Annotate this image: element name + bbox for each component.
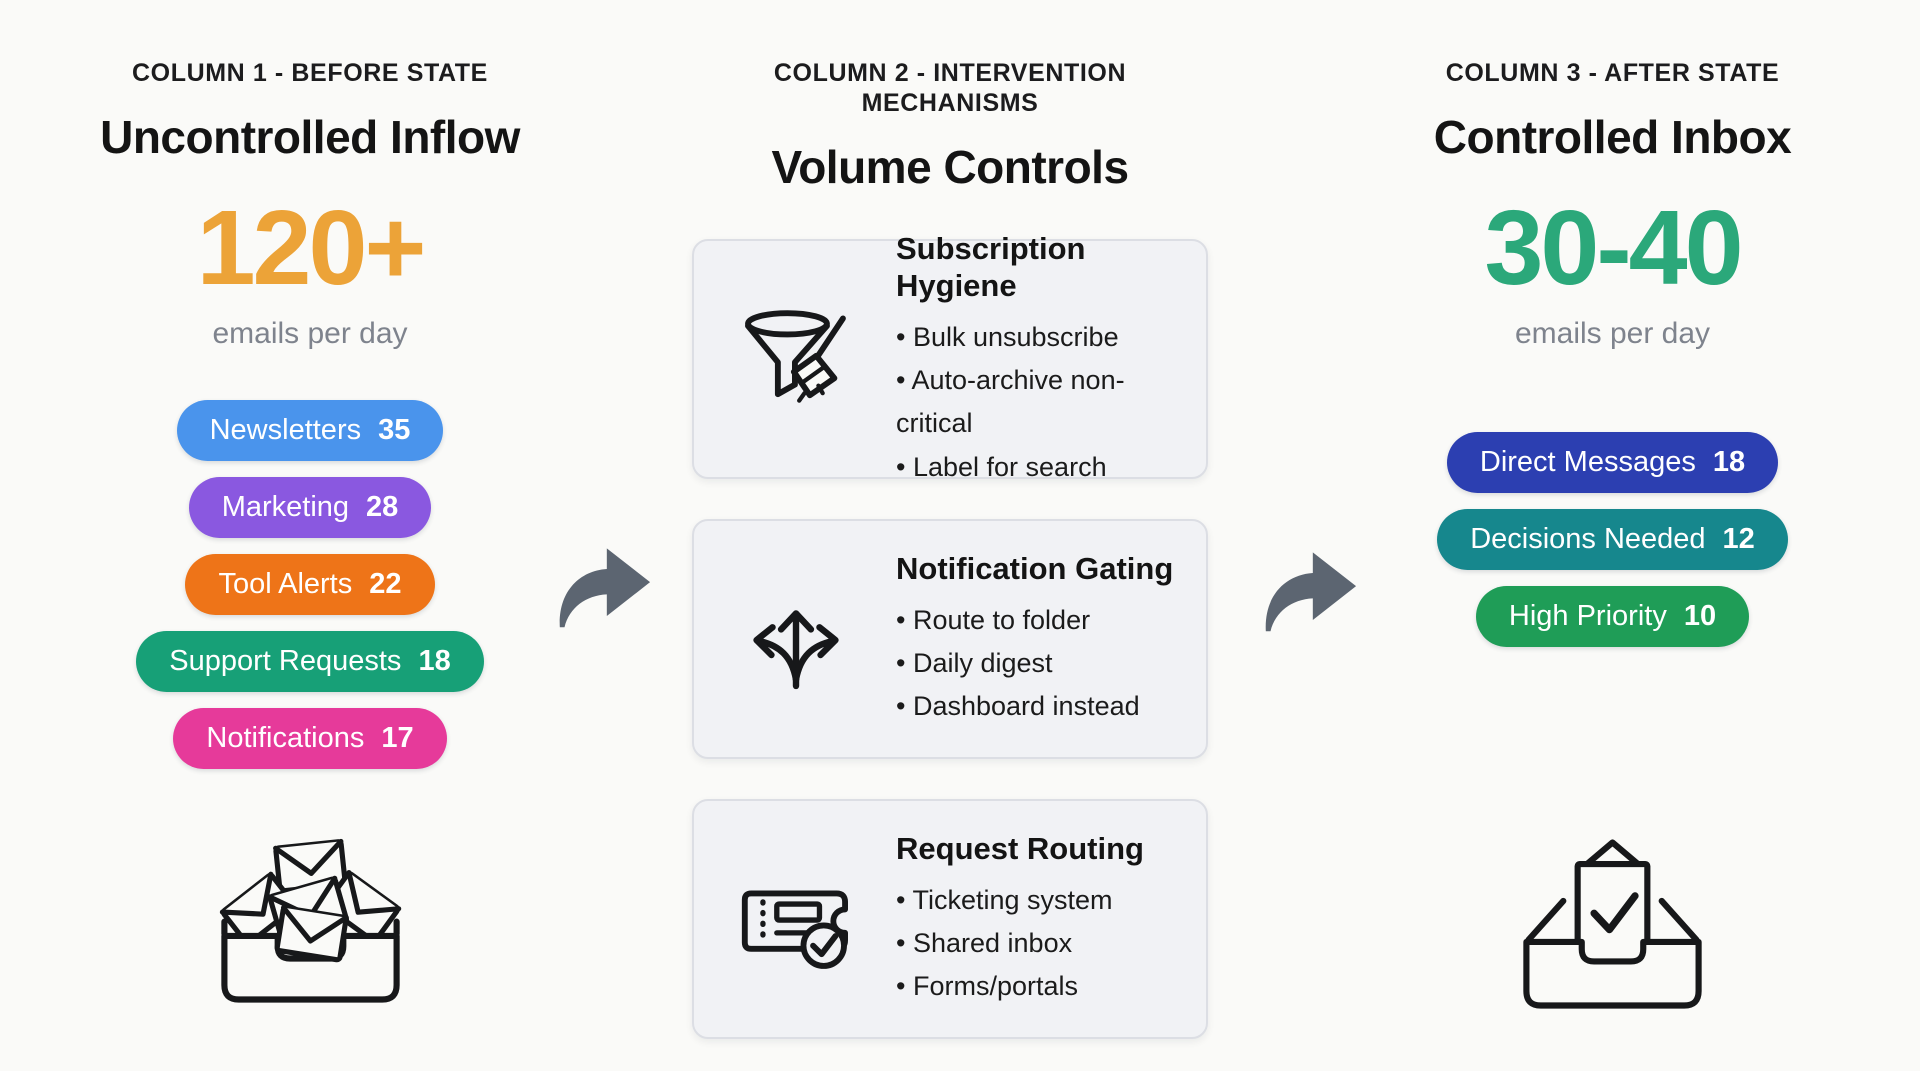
pill-notifications: Notifications 17 (173, 708, 447, 770)
pill-label: Marketing (221, 491, 350, 524)
card-notification-gating: Notification Gating Route to folder Dail… (692, 519, 1208, 760)
card-bullet: Forms/portals (896, 965, 1144, 1008)
after-stat-caption: emails per day (1514, 317, 1711, 351)
card-title: Request Routing (896, 830, 1144, 866)
pill-label: Direct Messages (1479, 446, 1696, 479)
card-request-routing: Request Routing Ticketing system Shared … (692, 799, 1208, 1040)
card-bullet: Route to folder (896, 599, 1173, 642)
card-bullet: Bulk unsubscribe (896, 316, 1182, 359)
column1-kicker: COLUMN 1 - BEFORE STATE (132, 59, 488, 87)
pill-label: Tool Alerts (218, 568, 353, 601)
card-body: Subscription Hygiene Bulk unsubscribe Au… (896, 230, 1182, 489)
pill-count: 12 (1722, 523, 1755, 556)
card-title: Notification Gating (896, 550, 1174, 586)
card-bullet: Auto-archive non-critical (896, 359, 1182, 445)
pill-direct-messages: Direct Messages 18 (1446, 432, 1779, 494)
pill-support-requests: Support Requests 18 (136, 631, 484, 693)
ticket-check-icon (730, 855, 862, 983)
funnel-broom-icon (730, 295, 862, 423)
column-after-state: COLUMN 3 - AFTER STATE Controlled Inbox … (1355, 0, 1870, 1019)
pill-count: 22 (369, 568, 402, 601)
after-pill-list: Direct Messages 18 Decisions Needed 12 H… (1437, 432, 1788, 648)
overflowing-inbox-icon (208, 821, 413, 1013)
pill-count: 28 (366, 491, 399, 524)
after-stat-value: 30-40 (1484, 189, 1743, 308)
card-bullet-list: Bulk unsubscribe Auto-archive non-critic… (896, 316, 1182, 489)
inbox-check-icon (1510, 827, 1715, 1019)
flow-arrow-interventions-to-after (1258, 542, 1362, 636)
pill-count: 18 (418, 645, 451, 678)
card-body: Request Routing Ticketing system Shared … (896, 830, 1144, 1009)
pill-newsletters: Newsletters 35 (176, 400, 444, 462)
pill-tool-alerts: Tool Alerts 22 (185, 554, 435, 616)
card-body: Notification Gating Route to folder Dail… (896, 550, 1173, 729)
pill-decisions-needed: Decisions Needed 12 (1437, 509, 1788, 571)
column2-kicker: COLUMN 2 - INTERVENTION MECHANISMS (773, 59, 1127, 117)
pill-count: 18 (1712, 446, 1746, 479)
before-stat-caption: emails per day (212, 317, 408, 351)
card-bullet: Label for search (896, 446, 1182, 489)
card-bullet-list: Ticketing system Shared inbox Forms/port… (896, 879, 1144, 1009)
pill-label: Decisions Needed (1470, 523, 1706, 556)
pill-count: 10 (1683, 600, 1717, 633)
intervention-card-list: Subscription Hygiene Bulk unsubscribe Au… (692, 231, 1208, 1040)
card-bullet: Dashboard instead (896, 685, 1173, 728)
card-subscription-hygiene: Subscription Hygiene Bulk unsubscribe Au… (692, 231, 1208, 482)
pill-label: Newsletters (209, 414, 362, 447)
pill-high-priority: High Priority 10 (1475, 586, 1750, 648)
card-bullet: Daily digest (896, 642, 1173, 685)
before-pill-list: Newsletters 35 Marketing 28 Tool Alerts … (136, 400, 484, 770)
pill-count: 17 (381, 722, 414, 755)
column3-title: Controlled Inbox (1433, 111, 1792, 163)
card-title: Subscription Hygiene (896, 230, 1086, 303)
column2-title: Volume Controls (771, 141, 1129, 193)
column1-title: Uncontrolled Inflow (100, 111, 520, 163)
pill-label: High Priority (1508, 600, 1667, 633)
column-interventions: COLUMN 2 - INTERVENTION MECHANISMS Volum… (690, 0, 1210, 1040)
pill-label: Notifications (206, 722, 365, 755)
pill-label: Support Requests (169, 645, 402, 678)
card-bullet: Shared inbox (896, 922, 1144, 965)
before-stat-value: 120+ (196, 189, 427, 308)
pill-marketing: Marketing 28 (188, 477, 432, 539)
card-bullet: Ticketing system (896, 879, 1144, 922)
branching-arrows-icon (730, 575, 862, 703)
card-bullet-list: Route to folder Daily digest Dashboard i… (896, 599, 1173, 729)
column-before-state: COLUMN 1 - BEFORE STATE Uncontrolled Inf… (20, 0, 600, 1013)
flow-arrow-before-to-interventions (552, 538, 656, 632)
column3-kicker: COLUMN 3 - AFTER STATE (1445, 59, 1780, 87)
pill-count: 35 (378, 414, 411, 447)
